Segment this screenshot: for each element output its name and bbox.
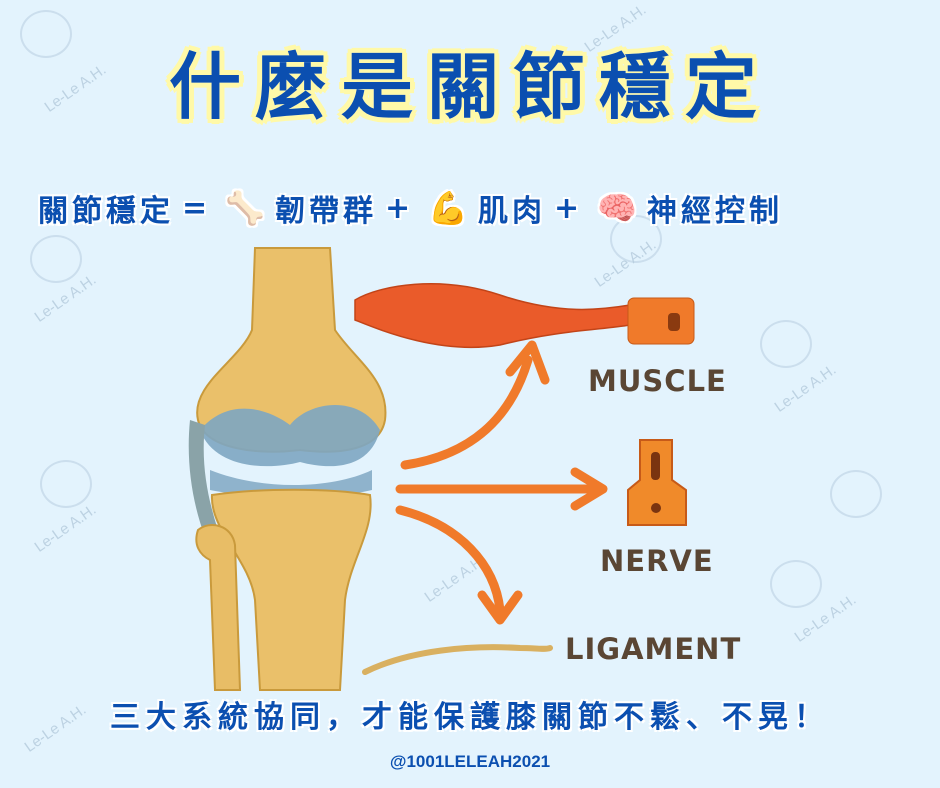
social-handle: @1001LELEAH2021 <box>389 752 551 771</box>
arrow-to-muscle <box>400 340 550 470</box>
page-title: 什麼是關節穩定 <box>168 45 771 129</box>
watermark-dog-icon <box>20 10 72 58</box>
formula-line: 關節穩定 = 🦴 韌帶群 + 💪 肌肉 + 🧠 神經控制 <box>38 186 908 230</box>
formula-nerve-control: 神經控制 <box>646 194 783 229</box>
nerve-illustration <box>627 439 687 526</box>
arrow-to-ligament <box>395 505 523 625</box>
equals-sign: = <box>182 190 212 226</box>
watermark-dog-icon <box>770 560 822 608</box>
ligament-illustration <box>362 644 553 675</box>
muscle-label: MUSCLE <box>588 364 727 398</box>
bone-icon: 🦴 <box>225 189 269 227</box>
plus-sign: + <box>384 190 415 226</box>
watermark-dog-icon <box>830 470 882 518</box>
watermark-dog-icon <box>40 460 92 508</box>
formula-lhs: 關節穩定 <box>38 194 174 229</box>
formula-ligaments: 韌帶群 <box>274 194 377 229</box>
watermark-dog-icon <box>30 235 82 283</box>
arrow-to-nerve <box>395 467 608 511</box>
flexed-biceps-icon: 💪 <box>428 189 472 227</box>
nerve-label: NERVE <box>600 544 714 578</box>
muscle-tendon <box>627 297 695 345</box>
formula-muscle: 肌肉 <box>477 194 546 229</box>
watermark-dog-icon <box>610 215 662 263</box>
fibula-bone <box>195 524 242 691</box>
brain-icon: 🧠 <box>597 189 641 227</box>
plus-sign: + <box>553 190 584 226</box>
muscle-illustration <box>354 283 631 349</box>
ligament-label: LIGAMENT <box>565 632 742 666</box>
cartilage <box>200 405 380 467</box>
watermark-dog-icon <box>760 320 812 368</box>
summary-text: 三大系統協同，才能保護膝關節不鬆、不晃！ <box>110 700 830 735</box>
